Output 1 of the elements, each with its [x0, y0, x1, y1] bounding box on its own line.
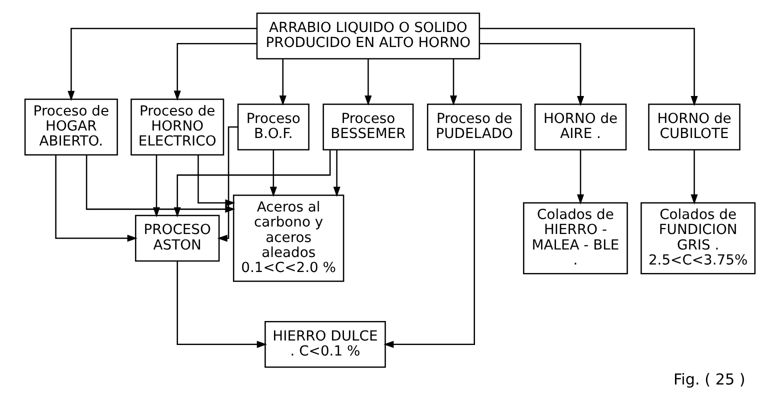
caption: Fig. ( 25 ) — [673, 370, 745, 388]
